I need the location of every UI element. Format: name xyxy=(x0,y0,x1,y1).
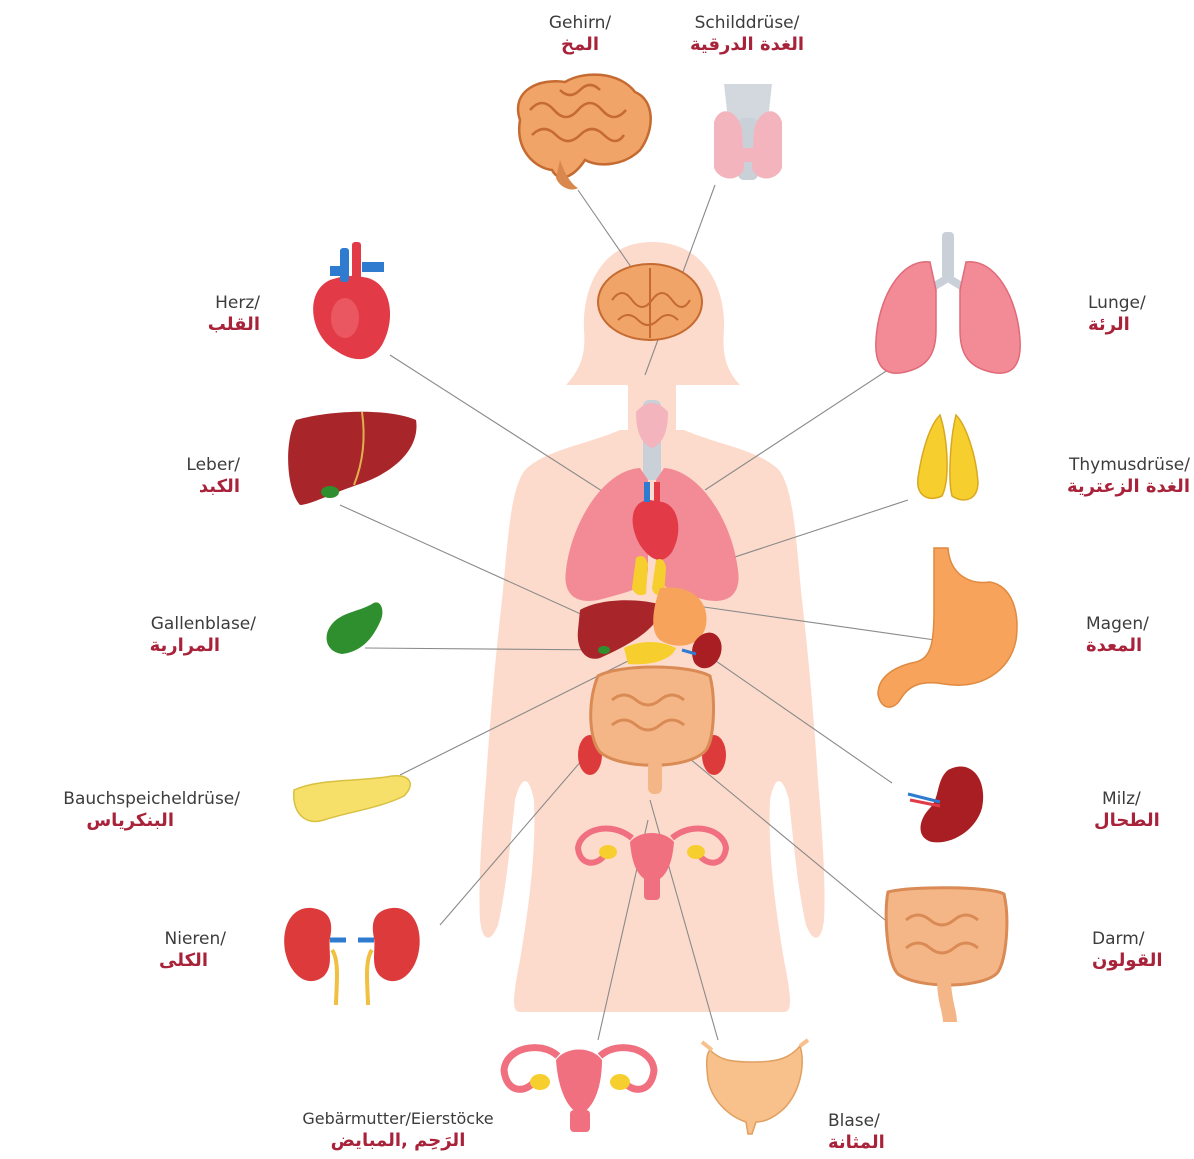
label-spleen-de: Milz/ xyxy=(1094,788,1184,810)
gallbladder-icon xyxy=(327,602,383,654)
label-intestine-ar: القولون xyxy=(1092,950,1188,972)
label-thymus-ar: الغدة الزعترية xyxy=(1040,476,1190,498)
label-pancreas-ar: البنكرياس xyxy=(8,810,240,832)
label-thyroid-ar: الغدة الدرقية xyxy=(662,34,832,56)
label-liver: Leber/ الكبد xyxy=(120,454,240,498)
label-thyroid: Schilddrüse/ الغدة الدرقية xyxy=(662,12,832,56)
liver-icon xyxy=(288,412,416,505)
label-kidneys: Nieren/ الكلى xyxy=(110,928,226,972)
label-stomach-de: Magen/ xyxy=(1086,613,1186,635)
label-kidneys-de: Nieren/ xyxy=(110,928,226,950)
label-lungs-de: Lunge/ xyxy=(1088,292,1188,314)
label-bladder-de: Blase/ xyxy=(828,1110,918,1132)
label-thyroid-de: Schilddrüse/ xyxy=(662,12,832,34)
label-bladder-ar: المثانة xyxy=(828,1132,918,1154)
intestine-icon xyxy=(886,888,1007,1022)
label-lungs: Lunge/ الرئة xyxy=(1088,292,1188,336)
pancreas-icon xyxy=(294,776,410,822)
label-bladder: Blase/ المثانة xyxy=(828,1110,918,1154)
label-brain-de: Gehirn/ xyxy=(520,12,640,34)
label-uterus: Gebärmutter/Eierstöcke الرَحِم ,المبايض xyxy=(282,1108,514,1152)
brain-icon xyxy=(518,75,651,190)
heart-icon xyxy=(313,242,390,359)
label-kidneys-ar: الكلى xyxy=(110,950,226,972)
label-intestine-de: Darm/ xyxy=(1092,928,1188,950)
label-thymus-de: Thymusdrüse/ xyxy=(1040,454,1190,476)
stomach-icon xyxy=(878,548,1017,707)
label-intestine: Darm/ القولون xyxy=(1092,928,1188,972)
label-uterus-ar: الرَحِم ,المبايض xyxy=(282,1130,514,1152)
label-stomach-ar: المعدة xyxy=(1086,635,1186,657)
label-lungs-ar: الرئة xyxy=(1088,314,1188,336)
kidneys-icon xyxy=(284,908,419,1005)
label-heart: Herz/ القلب xyxy=(140,292,260,336)
body-brain xyxy=(598,264,702,340)
label-liver-de: Leber/ xyxy=(120,454,240,476)
label-liver-ar: الكبد xyxy=(120,476,240,498)
label-heart-ar: القلب xyxy=(140,314,260,336)
uterus-icon xyxy=(504,1048,654,1132)
label-gallbladder-de: Gallenblase/ xyxy=(60,613,256,635)
label-thymus: Thymusdrüse/ الغدة الزعترية xyxy=(1040,454,1190,498)
label-stomach: Magen/ المعدة xyxy=(1086,613,1186,657)
label-spleen-ar: الطحال xyxy=(1094,810,1184,832)
label-gallbladder: Gallenblase/ المرارية xyxy=(60,613,256,657)
lungs-icon xyxy=(876,232,1020,373)
label-spleen: Milz/ الطحال xyxy=(1094,788,1184,832)
label-heart-de: Herz/ xyxy=(140,292,260,314)
thyroid-icon xyxy=(714,84,782,180)
label-pancreas-de: Bauchspeicheldrüse/ xyxy=(8,788,240,810)
label-brain: Gehirn/ المخ xyxy=(520,12,640,56)
label-gallbladder-ar: المرارية xyxy=(60,635,256,657)
label-uterus-de: Gebärmutter/Eierstöcke xyxy=(282,1108,514,1130)
bladder-icon xyxy=(702,1040,808,1134)
label-brain-ar: المخ xyxy=(520,34,640,56)
label-pancreas: Bauchspeicheldrüse/ البنكرياس xyxy=(8,788,240,832)
spleen-icon xyxy=(908,766,983,842)
thymus-icon xyxy=(918,415,978,500)
